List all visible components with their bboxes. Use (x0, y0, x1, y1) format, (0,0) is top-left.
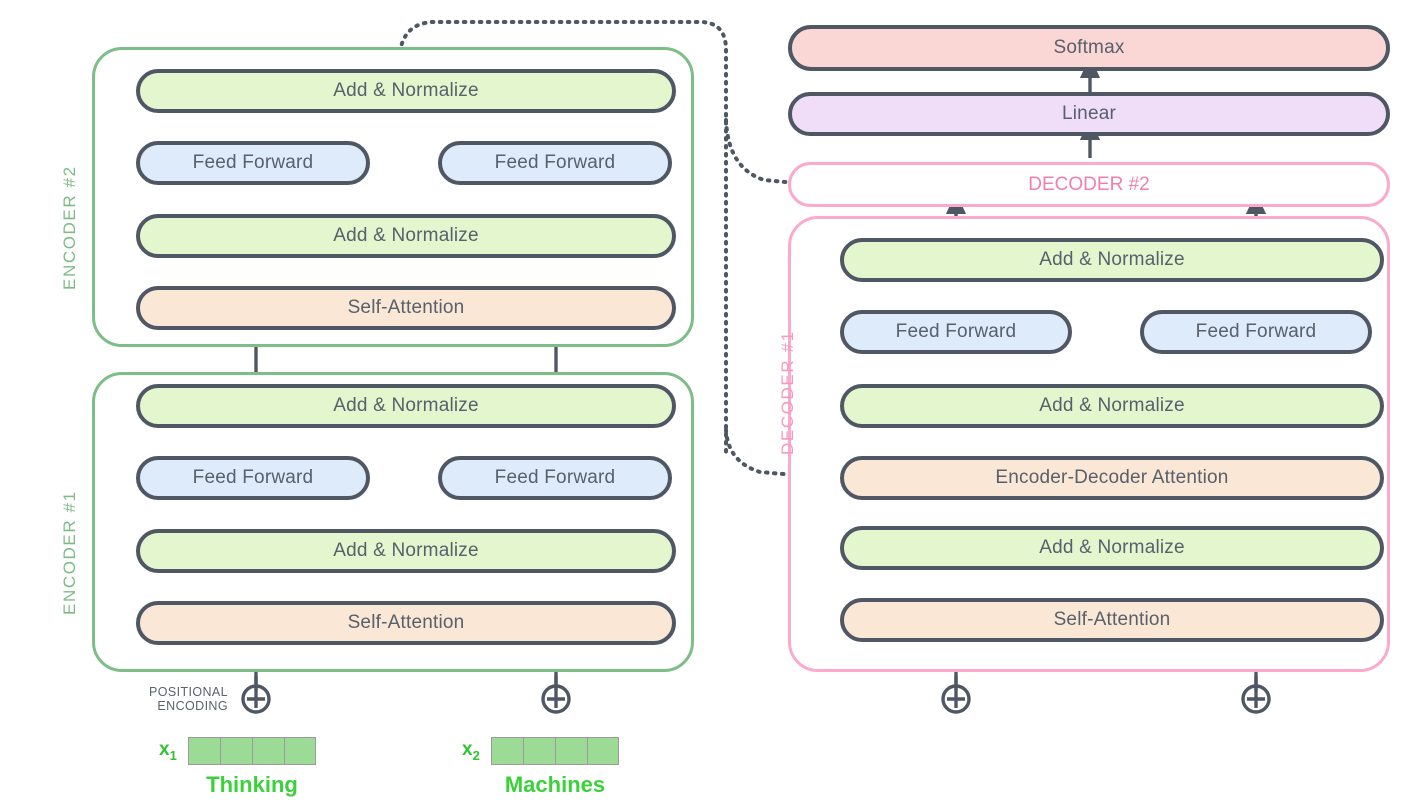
encoder1-feed-forward-left[interactable]: Feed Forward (136, 456, 370, 500)
encoder1-add-normalize-2[interactable]: Add & Normalize (136, 384, 676, 428)
decoder1-feed-forward-right[interactable]: Feed Forward (1140, 310, 1372, 354)
token-1-variable: x1 (159, 739, 177, 763)
decoder-block-2[interactable]: DECODER #2 (788, 162, 1390, 207)
token-1-var-letter: x (159, 739, 170, 760)
encoder1-add-normalize-1[interactable]: Add & Normalize (136, 529, 676, 573)
positional-encoding-line2: ENCODING (157, 699, 228, 713)
token-2-var-index: 2 (472, 747, 480, 763)
encoder1-feed-forward-right[interactable]: Feed Forward (438, 456, 672, 500)
decoder1-add-normalize-2[interactable]: Add & Normalize (840, 384, 1384, 428)
token-1-var-index: 1 (169, 747, 177, 763)
softmax-layer[interactable]: Softmax (788, 25, 1390, 71)
token-2-embedding-vector (491, 737, 619, 765)
encoder-block-2-label: ENCODER #2 (60, 165, 79, 290)
token-2-var-letter: x (462, 739, 473, 760)
decoder1-self-attention[interactable]: Self-Attention (840, 598, 1384, 642)
token-1-word: Thinking (206, 772, 298, 797)
encoder-block-1-label: ENCODER #1 (60, 490, 79, 615)
positional-encoding-label: POSITIONAL ENCODING (132, 685, 228, 713)
encoder2-feed-forward-left[interactable]: Feed Forward (136, 141, 370, 185)
encoder2-add-normalize-2[interactable]: Add & Normalize (136, 69, 676, 113)
decoder1-add-normalize-3[interactable]: Add & Normalize (840, 238, 1384, 282)
decoder1-add-normalize-1[interactable]: Add & Normalize (840, 526, 1384, 570)
token-2-variable: x2 (462, 739, 480, 763)
decoder-block-1-label: DECODER #1 (778, 330, 797, 455)
token-2-word: Machines (504, 772, 606, 797)
positional-encoding-line1: POSITIONAL (148, 685, 228, 699)
encoder2-feed-forward-right[interactable]: Feed Forward (438, 141, 672, 185)
decoder1-encoder-decoder-attention[interactable]: Encoder-Decoder Attention (840, 456, 1384, 500)
decoder1-feed-forward-left[interactable]: Feed Forward (840, 310, 1072, 354)
token-1-embedding-vector (188, 737, 316, 765)
encoder2-add-normalize-1[interactable]: Add & Normalize (136, 214, 676, 258)
encoder2-self-attention[interactable]: Self-Attention (136, 286, 676, 330)
linear-layer[interactable]: Linear (788, 92, 1390, 136)
encoder1-self-attention[interactable]: Self-Attention (136, 601, 676, 645)
